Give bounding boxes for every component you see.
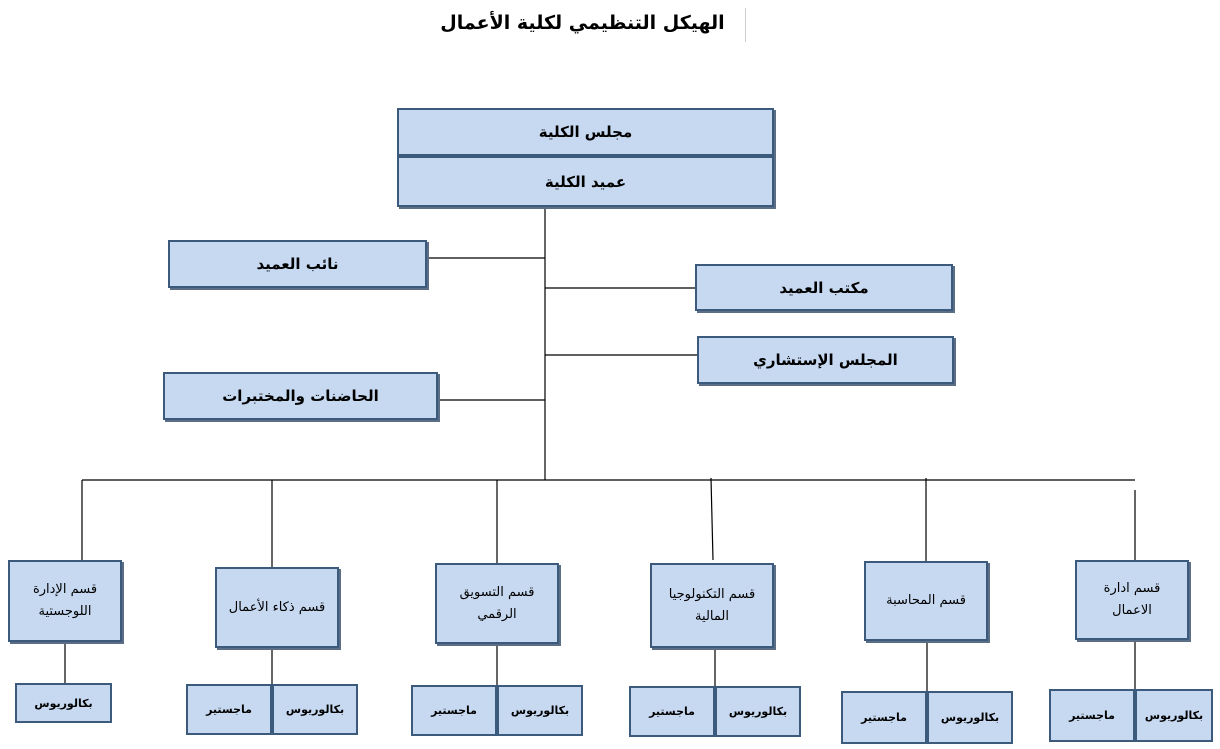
vice-dean-box: نائب العميد bbox=[168, 240, 427, 288]
department-fintech-box: قسم التكنولوجيا المالية bbox=[650, 563, 774, 648]
department-digital-marketing-box: قسم التسويق الرقمي bbox=[435, 563, 559, 644]
program-master-box: ماجستير bbox=[186, 684, 272, 735]
dean-office-box: مكتب العميد bbox=[695, 264, 953, 311]
incubators-labs-box: الحاضنات والمختبرات bbox=[163, 372, 438, 420]
program-bachelor-box: بكالوريوس bbox=[1135, 689, 1213, 742]
program-master-box: ماجستير bbox=[629, 686, 715, 737]
department-business-intelligence-box: قسم ذكاء الأعمال bbox=[215, 567, 339, 648]
chart-title: الهيكل التنظيمي لكلية الأعمال bbox=[420, 8, 746, 42]
dean-box: عميد الكلية bbox=[397, 156, 774, 207]
program-bachelor-box: بكالوريوس bbox=[715, 686, 801, 737]
program-master-box: ماجستير bbox=[411, 685, 497, 736]
program-master-box: ماجستير bbox=[841, 691, 927, 744]
department-business-administration-box: قسم ادارة الاعمال bbox=[1075, 560, 1189, 640]
department-logistics-box: قسم الإدارة اللوجستية bbox=[8, 560, 122, 642]
advisory-council-box: المجلس الإستشاري bbox=[697, 336, 954, 384]
college-council-box: مجلس الكلية bbox=[397, 108, 774, 156]
department-accounting-box: قسم المحاسبة bbox=[864, 561, 988, 641]
program-bachelor-box: بكالوريوس bbox=[15, 683, 112, 723]
program-master-box: ماجستير bbox=[1049, 689, 1135, 742]
program-bachelor-box: بكالوريوس bbox=[497, 685, 583, 736]
dept-drop-4 bbox=[710, 477, 714, 561]
program-bachelor-box: بكالوريوس bbox=[272, 684, 358, 735]
program-bachelor-box: بكالوريوس bbox=[927, 691, 1013, 744]
